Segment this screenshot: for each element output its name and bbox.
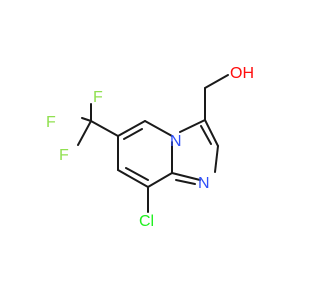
nitrogen-bridge-label: N <box>170 133 182 150</box>
bond-c7-c8-double <box>125 167 149 181</box>
chlorine-label: Cl <box>139 213 154 230</box>
bond-c5-c6 <box>117 120 146 137</box>
fluorine-bottom-label: F <box>59 147 69 164</box>
bond-ch2-o <box>204 74 229 89</box>
bond-c8-c8a <box>147 172 173 188</box>
bond-c3-n4 <box>179 119 206 133</box>
fluorine-left-label: F <box>46 114 56 131</box>
bond-c2-c3 <box>204 119 219 147</box>
oxygen-label: OH <box>230 65 254 82</box>
bond-c7-c8 <box>117 169 149 188</box>
bond-cf3-f-bottom <box>77 120 92 146</box>
bond-c2-c3-double <box>200 125 212 145</box>
atom-labels: OH N N Cl F F F <box>46 65 254 230</box>
structure-diagram: OH N N Cl F F F <box>46 65 254 230</box>
nitrogen-imine-label: N <box>198 175 210 192</box>
bond-c8a-n1-double <box>171 172 201 181</box>
bond-n1-c2 <box>214 145 219 173</box>
bond-n4-c5 <box>144 120 173 137</box>
bond-c8a-n1-inner <box>175 179 196 185</box>
bond-lines <box>77 74 229 213</box>
fluorine-top-label: F <box>93 89 103 106</box>
bond-c6-cf3 <box>90 120 119 137</box>
bond-cf3-f-left <box>81 117 92 122</box>
bond-c5-c6-double <box>123 128 143 140</box>
